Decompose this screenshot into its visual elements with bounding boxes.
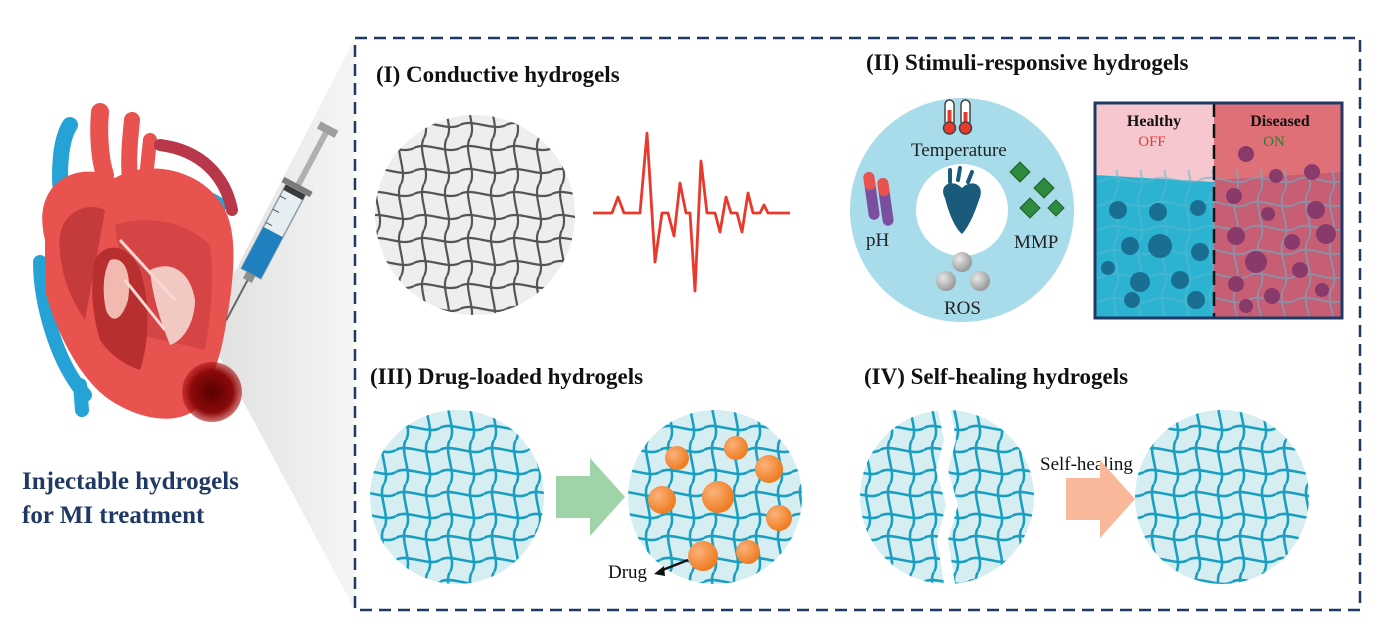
main-label-line2: for MI treatment <box>22 502 205 529</box>
hydrogel-circle-broken <box>860 405 1034 590</box>
heart-icon <box>33 103 242 422</box>
healthy-diseased-box: Healthy OFF Diseased ON <box>1093 101 1344 320</box>
diseased-state-on: ON <box>1263 134 1285 150</box>
drug-particles <box>648 436 792 571</box>
healthy-state-off: OFF <box>1138 134 1166 150</box>
panel-stimuli-responsive: (II) Stimuli-responsive hydrogels Temper… <box>850 50 1344 322</box>
small-heart-icon <box>943 166 981 234</box>
panel-title-stimuli: (II) Stimuli-responsive hydrogels <box>866 50 1189 75</box>
stimulus-label-temperature: Temperature <box>911 140 1007 161</box>
panel-conductive: (I) Conductive hydrogels <box>375 62 790 315</box>
diseased-label: Diseased <box>1250 113 1310 130</box>
stimulus-label-mmp: MMP <box>1014 232 1058 253</box>
panel-title-drug-loaded: (III) Drug-loaded hydrogels <box>370 364 643 389</box>
arrow-icon <box>1066 460 1135 538</box>
zoom-cone <box>205 38 355 610</box>
drug-label: Drug <box>608 562 648 583</box>
healthy-label: Healthy <box>1127 113 1181 130</box>
syringe-icon <box>225 121 339 321</box>
main-label-line1: Injectable hydrogels <box>22 468 239 495</box>
electrical-signal-wave <box>593 131 790 293</box>
self-healing-label: Self-healing <box>1040 454 1133 475</box>
panel-title-conductive: (I) Conductive hydrogels <box>376 62 620 87</box>
panel-self-healing: (IV) Self-healing hydrogels Self-healing <box>860 364 1309 590</box>
ph-tube-icon <box>863 172 894 226</box>
mmp-crystal-icon <box>1009 161 1065 219</box>
stimulus-label-ros: ROS <box>944 298 981 319</box>
stimulus-label-ph: pH <box>866 230 890 251</box>
panel-title-self-healing: (IV) Self-healing hydrogels <box>864 364 1128 389</box>
arrow-icon <box>556 458 625 536</box>
thermometer-icon <box>942 99 973 135</box>
ros-bubble-icon <box>936 252 990 291</box>
panel-drug-loaded: (III) Drug-loaded hydrogels Drug <box>370 364 802 584</box>
dashed-frame <box>353 36 1362 612</box>
